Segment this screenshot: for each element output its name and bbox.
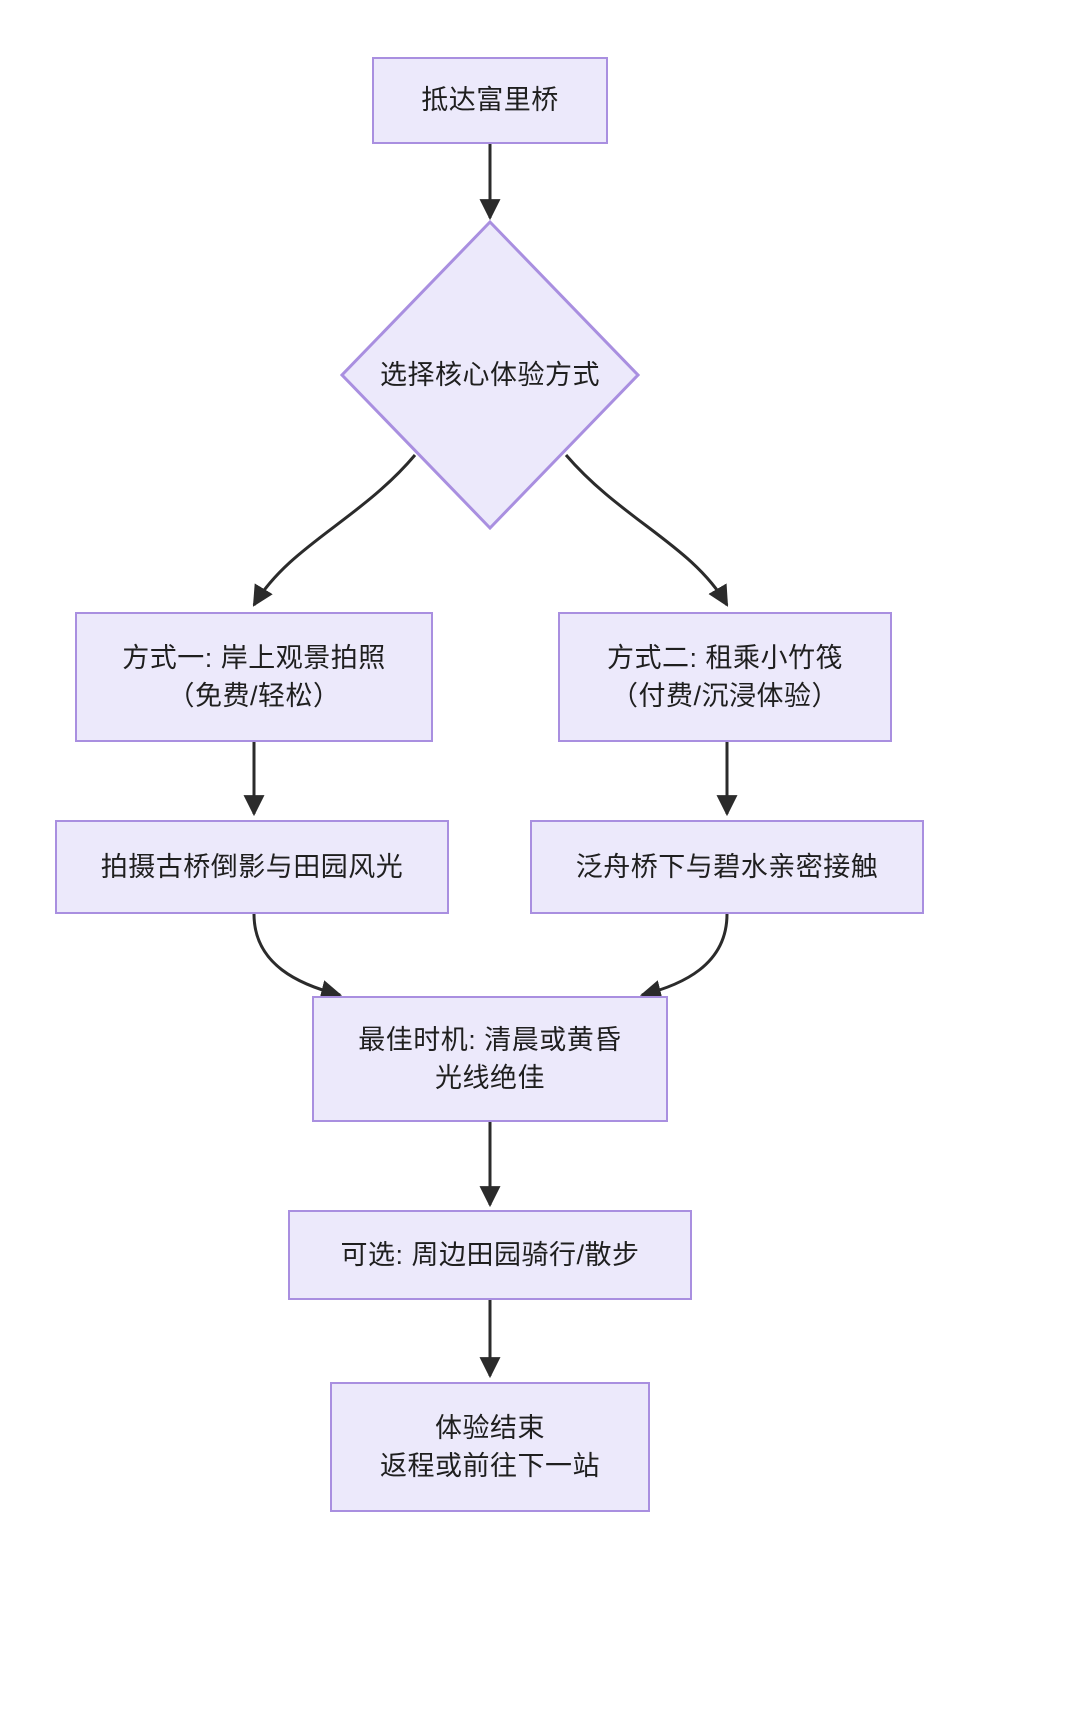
node-best-time-label: 最佳时机: 清晨或黄昏 光线绝佳 bbox=[358, 1024, 622, 1093]
node-option-a[interactable]: 方式一: 岸上观景拍照 （免费/轻松） bbox=[75, 612, 433, 742]
node-end-label: 体验结束 返程或前往下一站 bbox=[380, 1412, 600, 1481]
node-start[interactable]: 抵达富里桥 bbox=[372, 57, 608, 144]
node-start-label: 抵达富里桥 bbox=[421, 85, 559, 116]
node-option-a-label: 方式一: 岸上观景拍照 （免费/轻松） bbox=[122, 642, 386, 711]
node-action-a-label: 拍摄古桥倒影与田园风光 bbox=[100, 851, 404, 882]
node-end[interactable]: 体验结束 返程或前往下一站 bbox=[330, 1382, 650, 1512]
node-action-b[interactable]: 泛舟桥下与碧水亲密接触 bbox=[530, 820, 924, 914]
node-option-b[interactable]: 方式二: 租乘小竹筏 （付费/沉浸体验） bbox=[558, 612, 892, 742]
diamond-shape-icon bbox=[340, 220, 640, 530]
node-decision[interactable]: 选择核心体验方式 bbox=[340, 220, 640, 530]
node-best-time[interactable]: 最佳时机: 清晨或黄昏 光线绝佳 bbox=[312, 996, 668, 1122]
node-optional[interactable]: 可选: 周边田园骑行/散步 bbox=[288, 1210, 692, 1300]
edge-action-a-to-best-time bbox=[252, 913, 343, 1001]
node-option-b-label: 方式二: 租乘小竹筏 （付费/沉浸体验） bbox=[606, 642, 843, 711]
node-action-a[interactable]: 拍摄古桥倒影与田园风光 bbox=[55, 820, 449, 914]
edge-action-b-to-best-time bbox=[639, 913, 729, 1001]
node-optional-label: 可选: 周边田园骑行/散步 bbox=[340, 1239, 640, 1270]
node-decision-label: 选择核心体验方式 bbox=[380, 359, 600, 390]
node-action-b-label: 泛舟桥下与碧水亲密接触 bbox=[575, 851, 879, 882]
